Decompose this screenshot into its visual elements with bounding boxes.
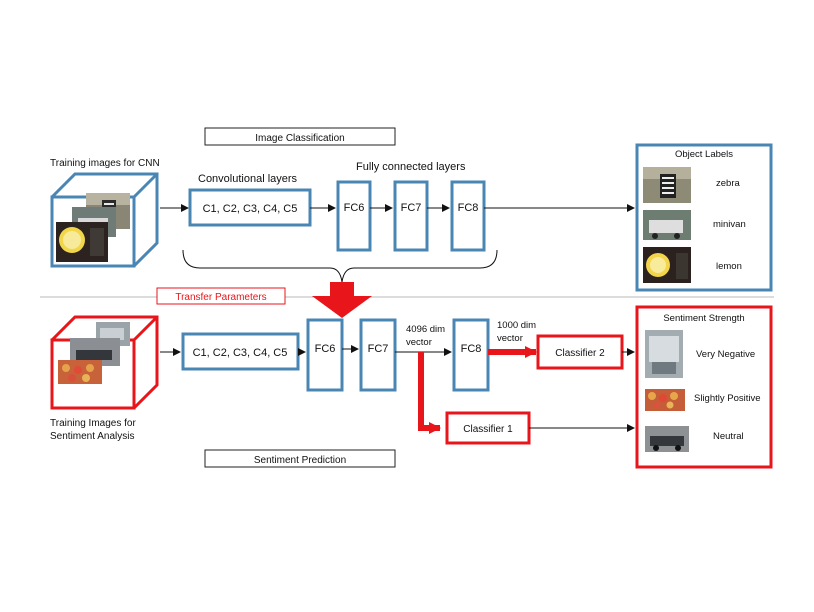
convolutional-layers-label: Convolutional layers [198,173,298,185]
transfer-parameters-label: Transfer Parameters [175,292,266,303]
sentiment-strength-box [635,305,773,469]
image-classification-title: Image Classification [255,133,344,144]
output-label-slightly-positive: Slightly Positive [694,393,761,404]
lemon-thumbnail [56,222,108,262]
sentiment-training-images-cube [50,315,159,410]
vector-4096-label-line1: 4096 dim [406,324,445,335]
top-fc6-box [336,180,372,252]
object-labels-box [635,143,773,292]
output-lemon-image [643,247,691,283]
transfer-parameters-box [156,287,286,305]
output-label-lemon: lemon [716,261,742,272]
bottom-fc7-label: FC7 [368,343,389,355]
classifier-2-label: Classifier 2 [555,348,605,359]
top-fc8-label: FC8 [458,202,479,214]
object-labels-title: Object Labels [675,149,733,160]
bottom-fc8-label: FC8 [461,343,482,355]
sentiment-thumbnail-3 [58,360,102,384]
sentiment-training-label-line1: Training Images for [50,418,136,429]
output-slightly-positive-image [645,389,685,411]
vector-1000-label-line1: 1000 dim [497,320,536,331]
bottom-fc6-box [306,318,344,392]
bottom-fc8-box [452,318,490,392]
top-fc6-label: FC6 [344,202,365,214]
fc7-to-classifier1-arrow [418,352,441,434]
layers-brace [182,249,498,283]
sentiment-prediction-title: Sentiment Prediction [254,455,346,466]
image-classification-title-box [204,127,396,146]
bottom-fc6-label: FC6 [315,343,336,355]
cnn-training-images-cube [50,172,159,268]
top-fc7-box [393,180,429,252]
top-conv-box-label: C1, C2, C3, C4, C5 [203,203,298,215]
vector-4096-label-line2: vector [406,337,432,348]
sentiment-prediction-title-box [204,449,396,468]
output-label-zebra: zebra [716,178,740,189]
bottom-conv-box-label: C1, C2, C3, C4, C5 [193,347,288,359]
sentiment-training-label-line2: Sentiment Analysis [50,431,135,442]
cnn-training-label: Training images for CNN [50,158,160,169]
output-very-negative-image [645,330,683,378]
fully-connected-layers-label: Fully connected layers [356,161,466,173]
transfer-arrow [312,282,372,318]
output-label-minivan: minivan [713,219,746,230]
top-fc7-label: FC7 [401,202,422,214]
sentiment-strength-title: Sentiment Strength [663,313,744,324]
output-neutral-image [645,426,689,452]
output-minivan-image [643,210,691,240]
classifier-1-label: Classifier 1 [463,424,513,435]
vector-1000-label-line2: vector [497,333,523,344]
output-label-very-negative: Very Negative [696,349,755,360]
bottom-fc7-box [359,318,397,392]
output-label-neutral: Neutral [713,431,744,442]
top-fc8-box [450,180,486,252]
output-zebra-image [643,167,691,203]
